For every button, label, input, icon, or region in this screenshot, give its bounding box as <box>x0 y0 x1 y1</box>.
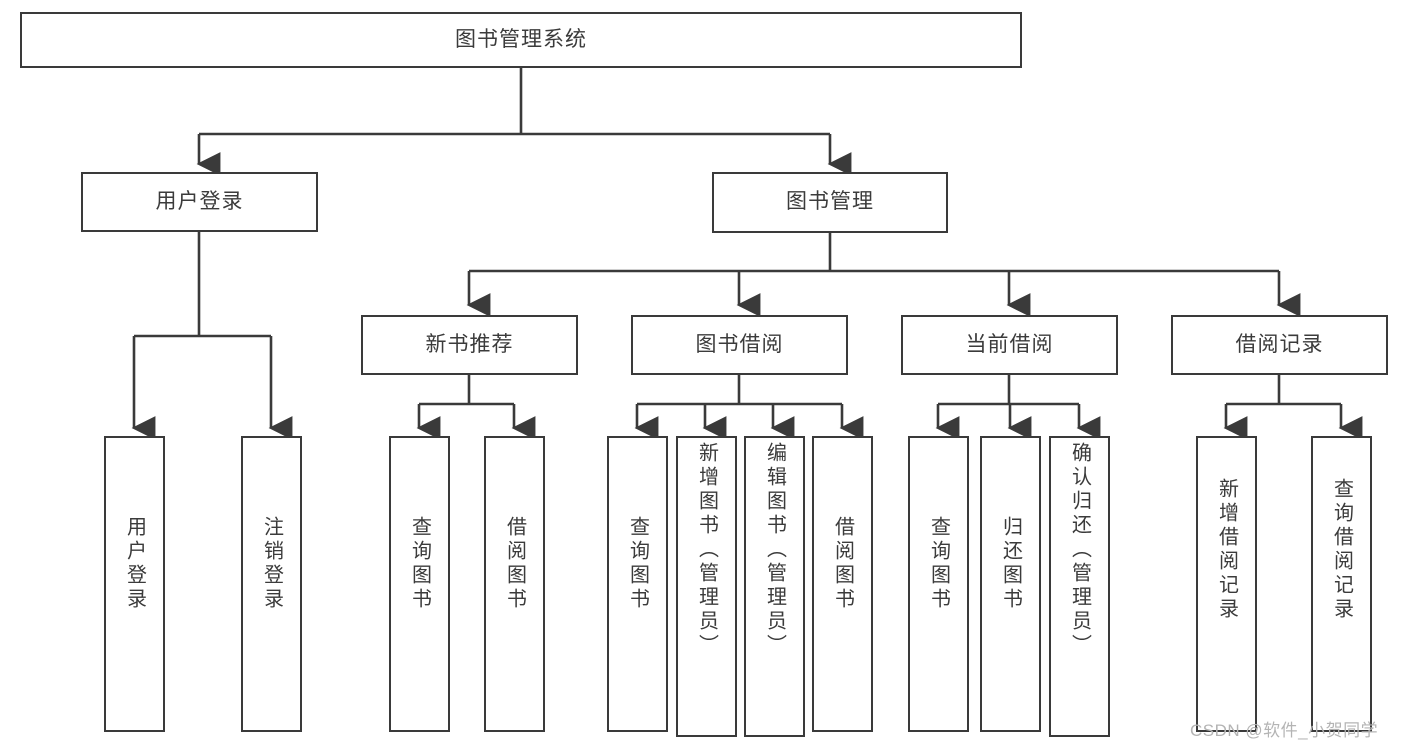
node-current-borrow-label: 当前借阅 <box>965 332 1054 356</box>
node-leaf-confirm-return-label: 确认归还（管理员） <box>1068 442 1091 658</box>
node-leaf-confirm-return[interactable]: 确认归还（管理员） <box>1049 436 1110 737</box>
node-leaf-edit-book-label: 编辑图书（管理员） <box>763 442 786 658</box>
node-book-borrow[interactable]: 图书借阅 <box>631 315 848 375</box>
node-leaf-query-book-2[interactable]: 查询图书 <box>607 436 668 732</box>
node-leaf-add-record[interactable]: 新增借阅记录 <box>1196 436 1257 732</box>
node-leaf-add-record-label: 新增借阅记录 <box>1215 478 1238 622</box>
node-leaf-logout-login-label: 注销登录 <box>260 516 283 612</box>
node-borrow-record[interactable]: 借阅记录 <box>1171 315 1388 375</box>
node-new-book-recommend[interactable]: 新书推荐 <box>361 315 578 375</box>
node-leaf-add-book[interactable]: 新增图书（管理员） <box>676 436 737 737</box>
node-user-login-label: 用户登录 <box>155 189 244 213</box>
node-leaf-user-login-label: 用户登录 <box>123 516 146 612</box>
node-leaf-return-book[interactable]: 归还图书 <box>980 436 1041 732</box>
node-leaf-query-book-2-label: 查询图书 <box>626 516 649 612</box>
node-new-book-recommend-label: 新书推荐 <box>425 332 514 356</box>
node-leaf-query-record-label: 查询借阅记录 <box>1330 478 1353 622</box>
node-leaf-borrow-book-2[interactable]: 借阅图书 <box>812 436 873 732</box>
node-leaf-user-login[interactable]: 用户登录 <box>104 436 165 732</box>
node-current-borrow[interactable]: 当前借阅 <box>901 315 1118 375</box>
watermark: CSDN @软件_小贺同学 <box>1190 721 1379 740</box>
node-leaf-borrow-book-2-label: 借阅图书 <box>831 516 854 612</box>
node-leaf-add-book-label: 新增图书（管理员） <box>695 442 718 658</box>
node-root[interactable]: 图书管理系统 <box>20 12 1022 68</box>
node-leaf-edit-book[interactable]: 编辑图书（管理员） <box>744 436 805 737</box>
node-leaf-logout-login[interactable]: 注销登录 <box>241 436 302 732</box>
node-root-label: 图书管理系统 <box>455 27 587 51</box>
node-book-manage[interactable]: 图书管理 <box>712 172 948 233</box>
node-leaf-borrow-book-1-label: 借阅图书 <box>503 516 526 612</box>
node-book-borrow-label: 图书借阅 <box>695 332 784 356</box>
node-user-login[interactable]: 用户登录 <box>81 172 318 232</box>
node-leaf-query-record[interactable]: 查询借阅记录 <box>1311 436 1372 732</box>
node-leaf-borrow-book-1[interactable]: 借阅图书 <box>484 436 545 732</box>
node-leaf-query-book-1-label: 查询图书 <box>408 516 431 612</box>
node-leaf-query-book-3-label: 查询图书 <box>927 516 950 612</box>
node-leaf-return-book-label: 归还图书 <box>999 516 1022 612</box>
node-book-manage-label: 图书管理 <box>786 190 874 214</box>
node-leaf-query-book-3[interactable]: 查询图书 <box>908 436 969 732</box>
node-leaf-query-book-1[interactable]: 查询图书 <box>389 436 450 732</box>
node-borrow-record-label: 借阅记录 <box>1235 332 1324 356</box>
